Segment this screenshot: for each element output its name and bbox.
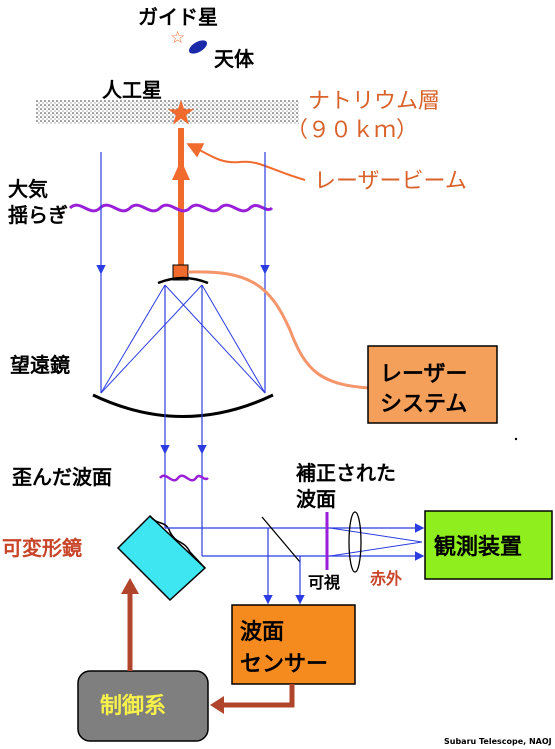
celestial-object-icon <box>188 40 208 54</box>
sodium-layer-label: ナトリウム層 <box>308 89 440 114</box>
sensor-to-control-arrow <box>222 684 295 708</box>
dot-mark <box>514 437 518 441</box>
primary-mirror <box>92 393 274 418</box>
beam-splitter <box>261 516 301 563</box>
corrected-wavefront-label: 補正された <box>295 461 396 485</box>
atmosphere-label: 大気 <box>8 177 48 201</box>
sodium-layer-band <box>36 100 299 124</box>
wavefront-sensor-label: 波面 <box>240 620 284 645</box>
laser-system-label-2: システム <box>380 392 467 417</box>
guide-star-icon: ☆ <box>170 28 185 48</box>
laser-beam-pointer <box>186 143 306 181</box>
optical-path <box>329 541 423 557</box>
laser-beam-arrowhead <box>172 160 190 180</box>
optical-path <box>100 284 166 394</box>
control-system-box <box>77 670 209 742</box>
deformable-mirror-label: 可変形鏡 <box>2 536 82 560</box>
infrared-label: 赤外 <box>370 569 402 588</box>
wavefront-sensor-box <box>231 604 356 685</box>
optical-path <box>164 284 266 394</box>
observing-instrument-label: 観測装置 <box>434 534 522 560</box>
credit-text: Subaru Telescope, NAOJ <box>444 737 552 746</box>
laser-launch-box <box>172 264 189 281</box>
lens <box>348 511 362 573</box>
laser-fiber-line <box>187 270 371 390</box>
artificial-star-label: 人工星 <box>102 78 162 102</box>
deformable-mirror-surface <box>149 515 206 569</box>
observing-instrument-box <box>424 510 553 580</box>
laser-system-box <box>367 345 498 424</box>
wavefront-sensor-label-2: センサー <box>240 652 328 677</box>
sensor-to-control-arrowhead <box>210 696 224 714</box>
deformable-mirror-shape <box>116 514 207 602</box>
celestial-object-label: 天体 <box>214 47 255 71</box>
distorted-wavefront-label: 歪んだ波面 <box>12 465 112 489</box>
visible-label: 可視 <box>308 573 340 592</box>
atmosphere-label-2: 揺らぎ <box>8 203 68 227</box>
sodium-layer-altitude: （９０ｋｍ） <box>286 118 418 143</box>
distorted-wavefront-wave <box>159 474 209 482</box>
optical-path <box>100 284 203 394</box>
control-to-mirror-arrowhead <box>121 578 139 594</box>
optical-path <box>201 284 266 394</box>
telescope-label: 望遠鏡 <box>10 353 70 377</box>
corrected-wavefront-label-2: 波面 <box>296 487 336 511</box>
secondary-mirror <box>157 276 209 285</box>
guide-star-label: ガイド星 <box>138 5 218 29</box>
laser-beam-label: レーザービーム <box>314 169 467 194</box>
laser-system-label: レーザー <box>380 362 468 387</box>
atmospheric-turbulence-wave <box>68 203 274 213</box>
control-system-label: 制御系 <box>100 693 166 719</box>
artificial-star-icon <box>168 100 194 125</box>
optical-path <box>329 527 423 543</box>
